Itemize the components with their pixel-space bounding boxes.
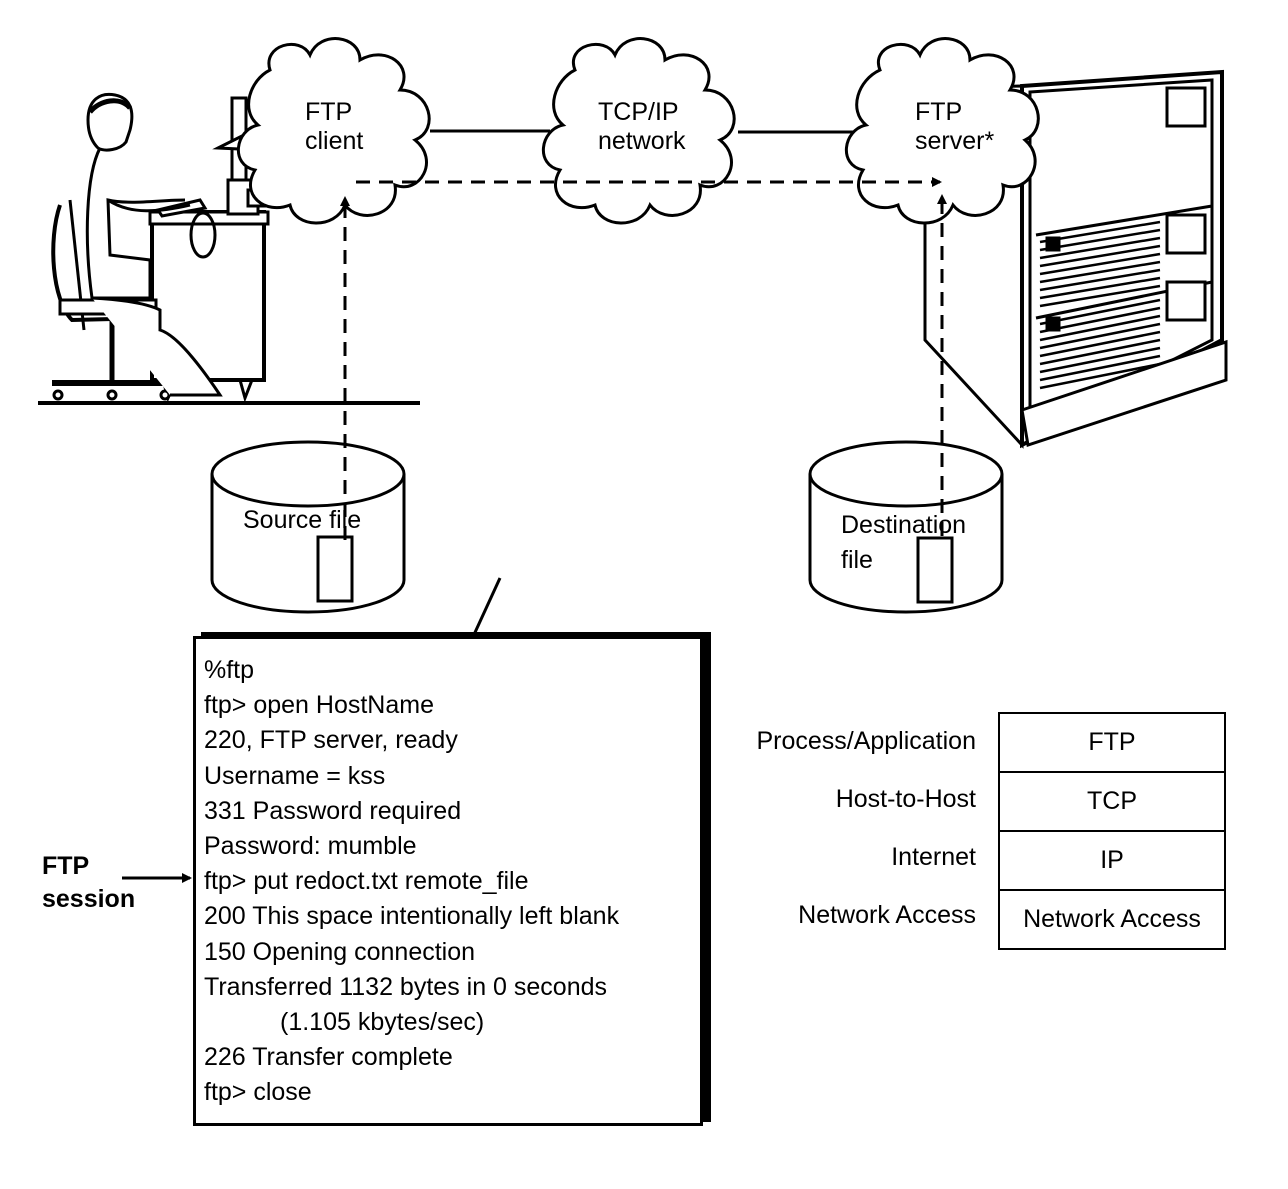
session-line-list: %ftp ftp> open HostName 220, FTP server,… — [204, 653, 619, 1111]
ftp-session-transcript: %ftp ftp> open HostName 220, FTP server,… — [193, 636, 703, 1126]
ftp-session-tag: FTP session — [42, 850, 135, 916]
ftp-client-label: FTP client — [305, 98, 363, 156]
tcpip-network-label-line1: TCP/IP — [598, 98, 679, 126]
source-file-document-icon — [316, 535, 354, 603]
ftp-client-cloud — [237, 37, 431, 225]
tcpip-network-cloud — [542, 37, 736, 225]
session-line: ftp> put redoct.txt remote_file — [204, 867, 529, 896]
destination-file-document-icon — [916, 536, 954, 604]
destination-file-label: Destination file — [841, 508, 966, 578]
layer-label: Host-to-Host — [835, 785, 976, 813]
destination-file-label-line1: Destination — [841, 511, 967, 539]
ftp-client-label-line1: FTP — [305, 98, 353, 126]
layer-label: Process/Application — [756, 727, 976, 755]
session-line: 150 Opening connection — [204, 937, 476, 966]
protocol-cell: TCP — [1000, 773, 1224, 832]
session-line: Transferred 1132 bytes in 0 seconds — [204, 972, 608, 1001]
session-line: 200 This space intentionally left blank — [204, 902, 620, 931]
ftp-server-label: FTP server* — [915, 98, 994, 156]
session-line: 220, FTP server, ready — [204, 726, 458, 755]
data-flow-path — [340, 177, 947, 540]
session-line: %ftp — [204, 656, 255, 684]
ftp-session-tag-line2: session — [42, 885, 136, 913]
protocol-cell: FTP — [1000, 714, 1224, 773]
ftp-server-label-line2: server* — [915, 127, 995, 155]
protocol-cell: IP — [1000, 832, 1224, 891]
source-file-label: Source file — [243, 506, 362, 534]
ftp-client-label-line2: client — [305, 127, 364, 155]
protocol-cell: Network Access — [1023, 905, 1201, 933]
session-line: 226 Transfer complete — [204, 1043, 453, 1072]
ftp-server-cloud — [845, 37, 1040, 225]
session-line: 331 Password required — [204, 796, 462, 825]
server-cabinet-icon — [923, 69, 1228, 449]
session-line: ftp> close — [204, 1078, 312, 1107]
cloud-icon — [237, 37, 1040, 225]
session-line: (1.105 kbytes/sec) — [280, 1008, 485, 1037]
session-line: Username = kss — [204, 761, 386, 790]
tcpip-network-label: TCP/IP network — [598, 98, 686, 156]
layer-label: Network Access — [798, 901, 976, 929]
protocol-stack-table: FTP TCP IP Network Access — [998, 712, 1226, 950]
destination-file-label-line2: file — [841, 546, 873, 574]
tcpip-network-label-line2: network — [598, 127, 686, 155]
ftp-server-label-line1: FTP — [915, 98, 963, 126]
session-line: Password: mumble — [204, 832, 417, 861]
disk-cylinder-icon — [210, 440, 1004, 614]
ftp-session-tag-line1: FTP — [42, 852, 90, 880]
layer-label: Internet — [891, 843, 976, 871]
protocol-layer-labels: Process/Application Host-to-Host Interne… — [700, 712, 976, 944]
session-line: ftp> open HostName — [204, 691, 434, 720]
